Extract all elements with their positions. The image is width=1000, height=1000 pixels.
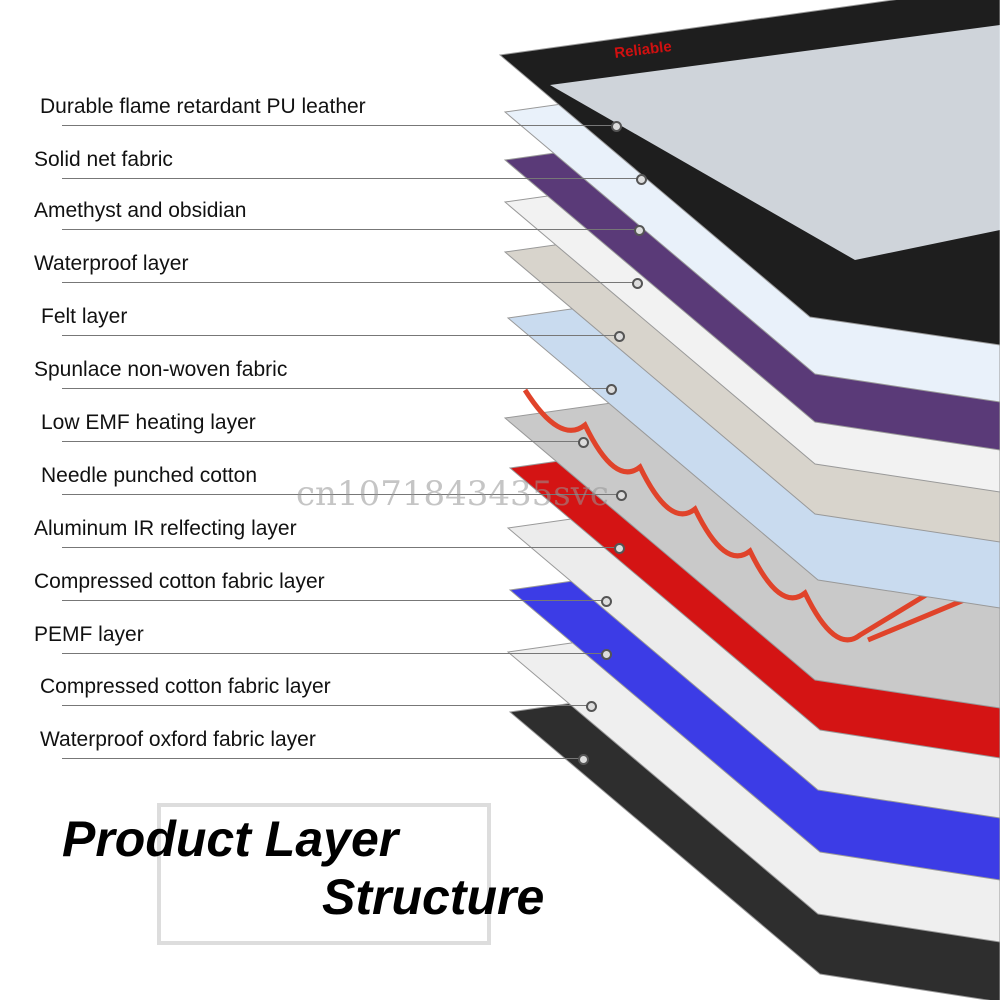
leader-dot (616, 490, 627, 501)
leader-line (62, 178, 640, 179)
layer-label: Waterproof layer (34, 252, 189, 275)
leader-dot (614, 331, 625, 342)
leader-line (62, 282, 636, 283)
title-frame (157, 803, 491, 945)
leader-dot (634, 225, 645, 236)
leader-line (62, 388, 610, 389)
leader-line (62, 335, 618, 336)
leader-dot (601, 649, 612, 660)
leader-dot (578, 437, 589, 448)
leader-dot (611, 121, 622, 132)
brand-logo: Reliable (613, 38, 672, 62)
layer-label: Aluminum IR relfecting layer (34, 517, 297, 540)
title-line-1: Product Layer (62, 811, 399, 867)
layer-label: Spunlace non-woven fabric (34, 358, 288, 381)
leader-line (62, 653, 605, 654)
leader-line (62, 705, 590, 706)
layer-label: Solid net fabric (34, 148, 173, 171)
leader-line (62, 125, 615, 126)
layer-label: Amethyst and obsidian (34, 199, 247, 222)
leader-dot (632, 278, 643, 289)
leader-line (62, 229, 638, 230)
leader-line (62, 494, 620, 495)
frame-window (550, 25, 1000, 260)
leader-dot (586, 701, 597, 712)
leader-dot (601, 596, 612, 607)
layer-label: Durable flame retardant PU leather (40, 95, 366, 118)
leader-dot (606, 384, 617, 395)
leader-dot (636, 174, 647, 185)
layer-label: Waterproof oxford fabric layer (40, 728, 316, 751)
leader-dot (614, 543, 625, 554)
layer-label: Compressed cotton fabric layer (40, 675, 331, 698)
title-line-2: Structure (322, 869, 545, 925)
layer-label: Needle punched cotton (41, 464, 257, 487)
layer-label: Low EMF heating layer (41, 411, 256, 434)
layer-label: PEMF layer (34, 623, 144, 646)
leader-line (62, 547, 618, 548)
layer-label: Compressed cotton fabric layer (34, 570, 325, 593)
leader-dot (578, 754, 589, 765)
leader-line (62, 758, 582, 759)
leader-line (62, 600, 605, 601)
leader-line (62, 441, 582, 442)
layer-label: Felt layer (41, 305, 128, 328)
watermark: cn1071843435svc (296, 474, 609, 514)
